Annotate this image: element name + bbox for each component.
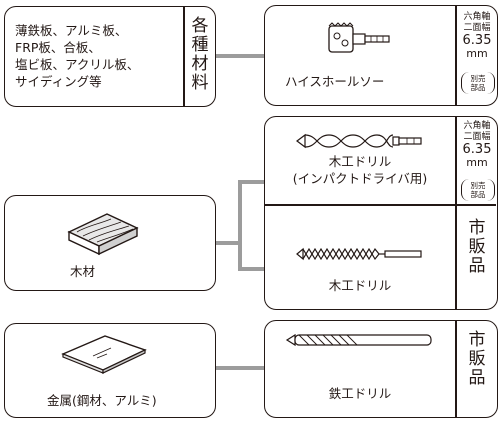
- spec-note2: 部品: [470, 190, 486, 199]
- iron-drill-icon: [285, 333, 432, 347]
- source-vertical-label: 市 販 品: [457, 219, 497, 276]
- spec-line2: 二面幅: [463, 132, 491, 142]
- material-line: 塩ビ板、アクリル板、: [15, 57, 140, 72]
- source-char: 品: [468, 368, 486, 388]
- spec-hex-shank: 六角軸 二面幅 6.35 mm 別売 部品: [457, 121, 497, 201]
- spec-divider: [455, 6, 457, 105]
- connector-wood-branch-top: [238, 180, 266, 184]
- tool-hole-saw-box: ハイスホールソー 六角軸 二面幅 6.35 mm 別売 部品: [264, 5, 498, 106]
- source-vertical-label: 市 販 品: [457, 331, 497, 388]
- category-char: 各: [191, 16, 209, 36]
- material-line: 薄鉄板、アルミ板、: [15, 23, 128, 38]
- spec-divider: [455, 117, 457, 205]
- spec-size: 6.35: [462, 142, 492, 157]
- material-wood-label: 木材: [70, 264, 96, 279]
- tool-wood-drill-label: 木工ドリル: [328, 278, 392, 293]
- source-char: 販: [468, 349, 486, 369]
- source-char: 市: [468, 330, 486, 350]
- wood-drill-impact-icon: [296, 133, 422, 149]
- row-divider: [265, 204, 496, 206]
- tool-hole-saw-label: ハイスホールソー: [285, 74, 385, 89]
- label-line1: 木工ドリル: [328, 154, 392, 169]
- spec-size: 6.35: [462, 33, 492, 48]
- source-char: 品: [468, 256, 486, 276]
- tool-wood-drills-box: 木工ドリル (インパクトドライバ用) 六角軸 二面幅 6.35 mm 別売 部品…: [264, 116, 498, 310]
- label-line2: (インパクトドライバ用): [292, 171, 428, 186]
- spec-note-bracket: 別売 部品: [461, 72, 495, 94]
- connector-metal: [214, 366, 266, 370]
- spec-note1: 別売: [470, 74, 486, 83]
- spec-note2: 部品: [470, 83, 486, 92]
- wood-drill-icon: [296, 247, 422, 261]
- category-divider: [183, 7, 185, 106]
- spec-line2: 二面幅: [463, 23, 491, 33]
- source-divider: [455, 205, 457, 309]
- spec-unit: mm: [466, 47, 488, 60]
- category-vertical-label: 各 種 材 料: [185, 17, 215, 93]
- spec-unit: mm: [466, 156, 488, 169]
- category-char: 種: [191, 35, 209, 55]
- connector-wood-branch-bottom: [238, 267, 266, 271]
- metal-sheet-icon: [61, 335, 147, 374]
- material-line: FRP板、合板、: [15, 40, 101, 55]
- spec-hex-shank: 六角軸 二面幅 6.35 mm 別売 部品: [457, 12, 497, 94]
- connector-wood-branch-vertical: [238, 180, 242, 271]
- source-char: 市: [468, 218, 486, 238]
- hole-saw-icon: [328, 22, 390, 53]
- material-thin-sheets-box: 薄鉄板、アルミ板、 FRP板、合板、 塩ビ板、アクリル板、 サイディング等 各 …: [4, 6, 216, 107]
- material-wood-box: 木材: [4, 195, 216, 291]
- category-char: 材: [191, 54, 209, 74]
- tool-iron-drill-label: 鉄工ドリル: [328, 386, 392, 401]
- spec-line1: 六角軸: [463, 12, 491, 22]
- category-char: 料: [191, 73, 209, 93]
- material-line: サイディング等: [15, 74, 102, 89]
- connector-thin-sheets: [214, 54, 266, 58]
- tool-iron-drill-box: 鉄工ドリル 市 販 品: [264, 320, 498, 418]
- material-thin-sheets-text: 薄鉄板、アルミ板、 FRP板、合板、 塩ビ板、アクリル板、 サイディング等: [15, 22, 139, 90]
- material-metal-box: 金属(鋼材、アルミ): [4, 323, 216, 418]
- wood-block-icon: [67, 213, 139, 256]
- spec-line1: 六角軸: [463, 121, 491, 131]
- source-divider: [455, 321, 457, 417]
- spec-note-bracket: 別売 部品: [461, 179, 495, 201]
- connector-wood-stem: [214, 241, 240, 245]
- spec-note1: 別売: [470, 181, 486, 190]
- material-metal-label: 金属(鋼材、アルミ): [47, 393, 157, 408]
- tool-wood-drill-impact-label: 木工ドリル (インパクトドライバ用): [265, 153, 455, 187]
- source-char: 販: [468, 237, 486, 257]
